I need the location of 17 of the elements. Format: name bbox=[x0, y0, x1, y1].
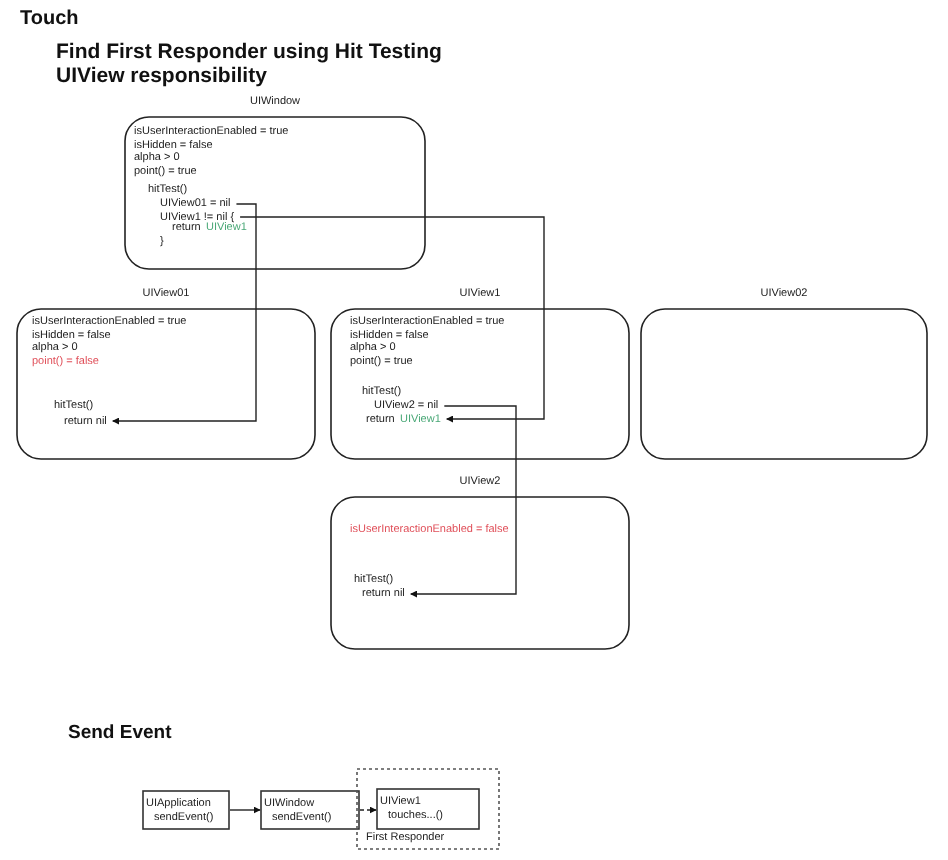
arrow bbox=[239, 216, 545, 423]
diagram-title: Find First Responder using Hit Testing UIView responsibility bbox=[56, 42, 444, 88]
arrow bbox=[410, 405, 517, 598]
arrow bbox=[229, 806, 261, 814]
process-box bbox=[260, 790, 360, 830]
group-box bbox=[356, 768, 500, 850]
view-box bbox=[16, 286, 316, 460]
arrow bbox=[112, 203, 257, 425]
process-box bbox=[376, 788, 480, 830]
view-box bbox=[124, 94, 426, 270]
section-heading: Touch bbox=[20, 8, 79, 30]
view-box bbox=[330, 474, 630, 650]
process-box bbox=[142, 790, 230, 830]
section-heading: Send Event bbox=[68, 724, 172, 745]
view-box bbox=[640, 286, 928, 460]
view-box bbox=[330, 286, 630, 460]
arrow bbox=[359, 806, 377, 814]
